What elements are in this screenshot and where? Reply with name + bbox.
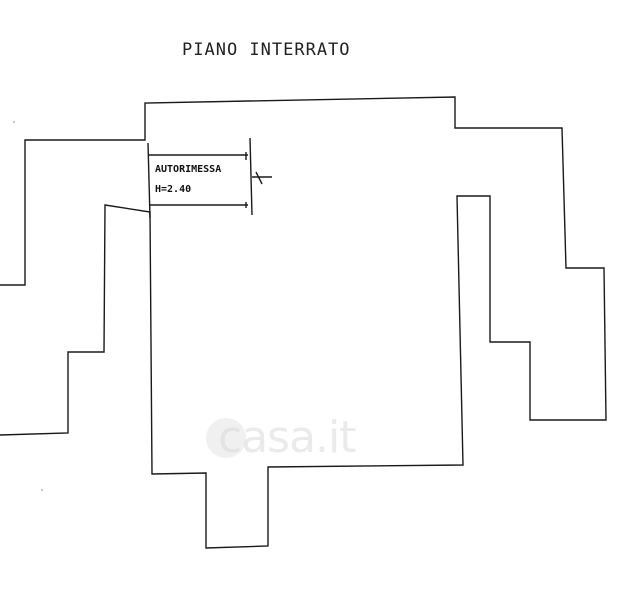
plan-title: PIANO INTERRATO — [182, 40, 351, 60]
garage-wall-left — [147, 142, 151, 219]
room-name-label: AUTORIMESSA — [155, 164, 222, 175]
stray-dot — [13, 121, 15, 123]
outer-wall-outline — [0, 96, 607, 549]
stray-dot — [41, 489, 43, 491]
garage-door-jamb — [249, 137, 253, 216]
dimension-mark-diagonal — [255, 171, 263, 185]
watermark-text: casa.it — [218, 412, 357, 463]
watermark-logo-icon — [206, 418, 246, 458]
room-height-label: H=2.40 — [155, 184, 192, 195]
